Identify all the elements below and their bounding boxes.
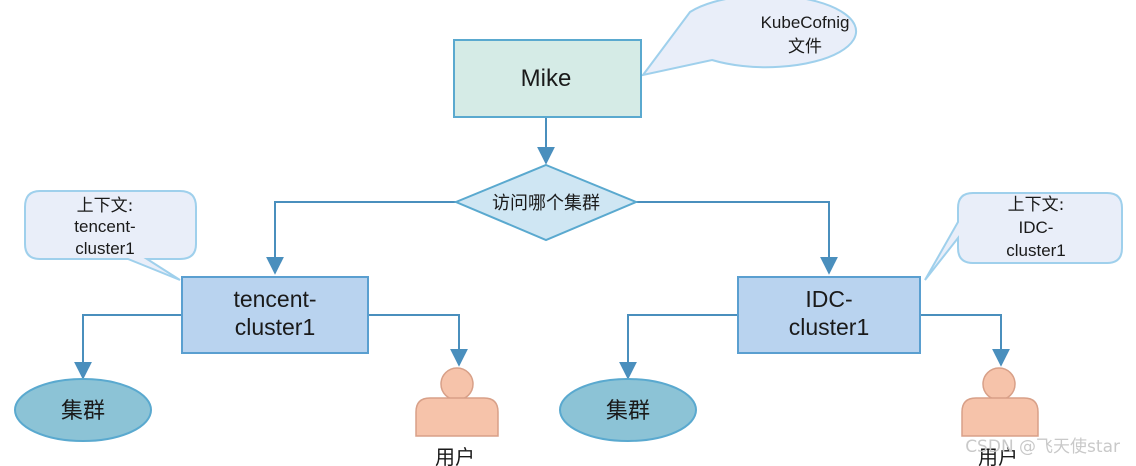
right-cluster-label-line1: IDC- bbox=[805, 286, 852, 312]
left-cluster-label-line1: tencent- bbox=[233, 286, 316, 312]
right-user-label: 用户 bbox=[978, 445, 1018, 466]
kubeconfig-callout-shape bbox=[640, 0, 858, 77]
arrow-decision-to-left-cluster bbox=[266, 201, 458, 275]
root-node-label: Mike bbox=[521, 65, 572, 92]
arrow-right-cluster-to-user bbox=[920, 314, 1010, 367]
left-context-line2: tencent- bbox=[74, 217, 135, 236]
right-context-callout: 上下文: IDC- cluster1 bbox=[924, 192, 1123, 281]
left-context-callout-shape bbox=[24, 190, 197, 281]
arrow-left-cluster-to-db bbox=[74, 314, 182, 380]
left-user-label: 用户 bbox=[435, 445, 475, 466]
right-context-line2: IDC- bbox=[1019, 218, 1054, 237]
left-context-callout: 上下文: tencent- cluster1 bbox=[24, 190, 197, 281]
left-cluster-db-label: 集群 bbox=[61, 399, 105, 424]
left-user-icon bbox=[415, 367, 499, 437]
kubeconfig-callout-line2: 文件 bbox=[788, 37, 822, 57]
arrow-left-cluster-to-user bbox=[368, 314, 468, 367]
right-cluster-label-line2: cluster1 bbox=[789, 314, 870, 340]
decision-node: 访问哪个集群 bbox=[453, 163, 639, 242]
left-cluster-node: tencent- cluster1 bbox=[181, 276, 369, 354]
kubeconfig-callout-line1: KubeCofnig bbox=[761, 13, 850, 32]
left-context-line1: 上下文: bbox=[77, 196, 134, 216]
decision-node-label: 访问哪个集群 bbox=[492, 193, 600, 214]
right-context-line3: cluster1 bbox=[1006, 241, 1066, 260]
left-cluster-db-node: 集群 bbox=[14, 378, 152, 442]
watermark: CSDN @飞天使star bbox=[965, 436, 1120, 457]
right-cluster-db-node: 集群 bbox=[559, 378, 697, 442]
left-cluster-label-line2: cluster1 bbox=[235, 314, 316, 340]
right-cluster-node: IDC- cluster1 bbox=[737, 276, 921, 354]
kubeconfig-callout: KubeCofnig 文件 bbox=[640, 0, 858, 77]
right-context-line1: 上下文: bbox=[1008, 195, 1065, 215]
right-user-icon bbox=[961, 367, 1039, 437]
right-user-node: 用户 bbox=[961, 367, 1039, 466]
connectors bbox=[74, 118, 1010, 380]
arrow-right-cluster-to-db bbox=[619, 314, 738, 380]
right-context-callout-shape bbox=[924, 192, 1123, 281]
right-cluster-db-label: 集群 bbox=[606, 399, 650, 424]
arrow-decision-to-right-cluster bbox=[635, 201, 838, 275]
left-context-line3: cluster1 bbox=[75, 239, 135, 258]
root-node: Mike bbox=[453, 39, 642, 118]
left-user-node: 用户 bbox=[415, 367, 499, 466]
